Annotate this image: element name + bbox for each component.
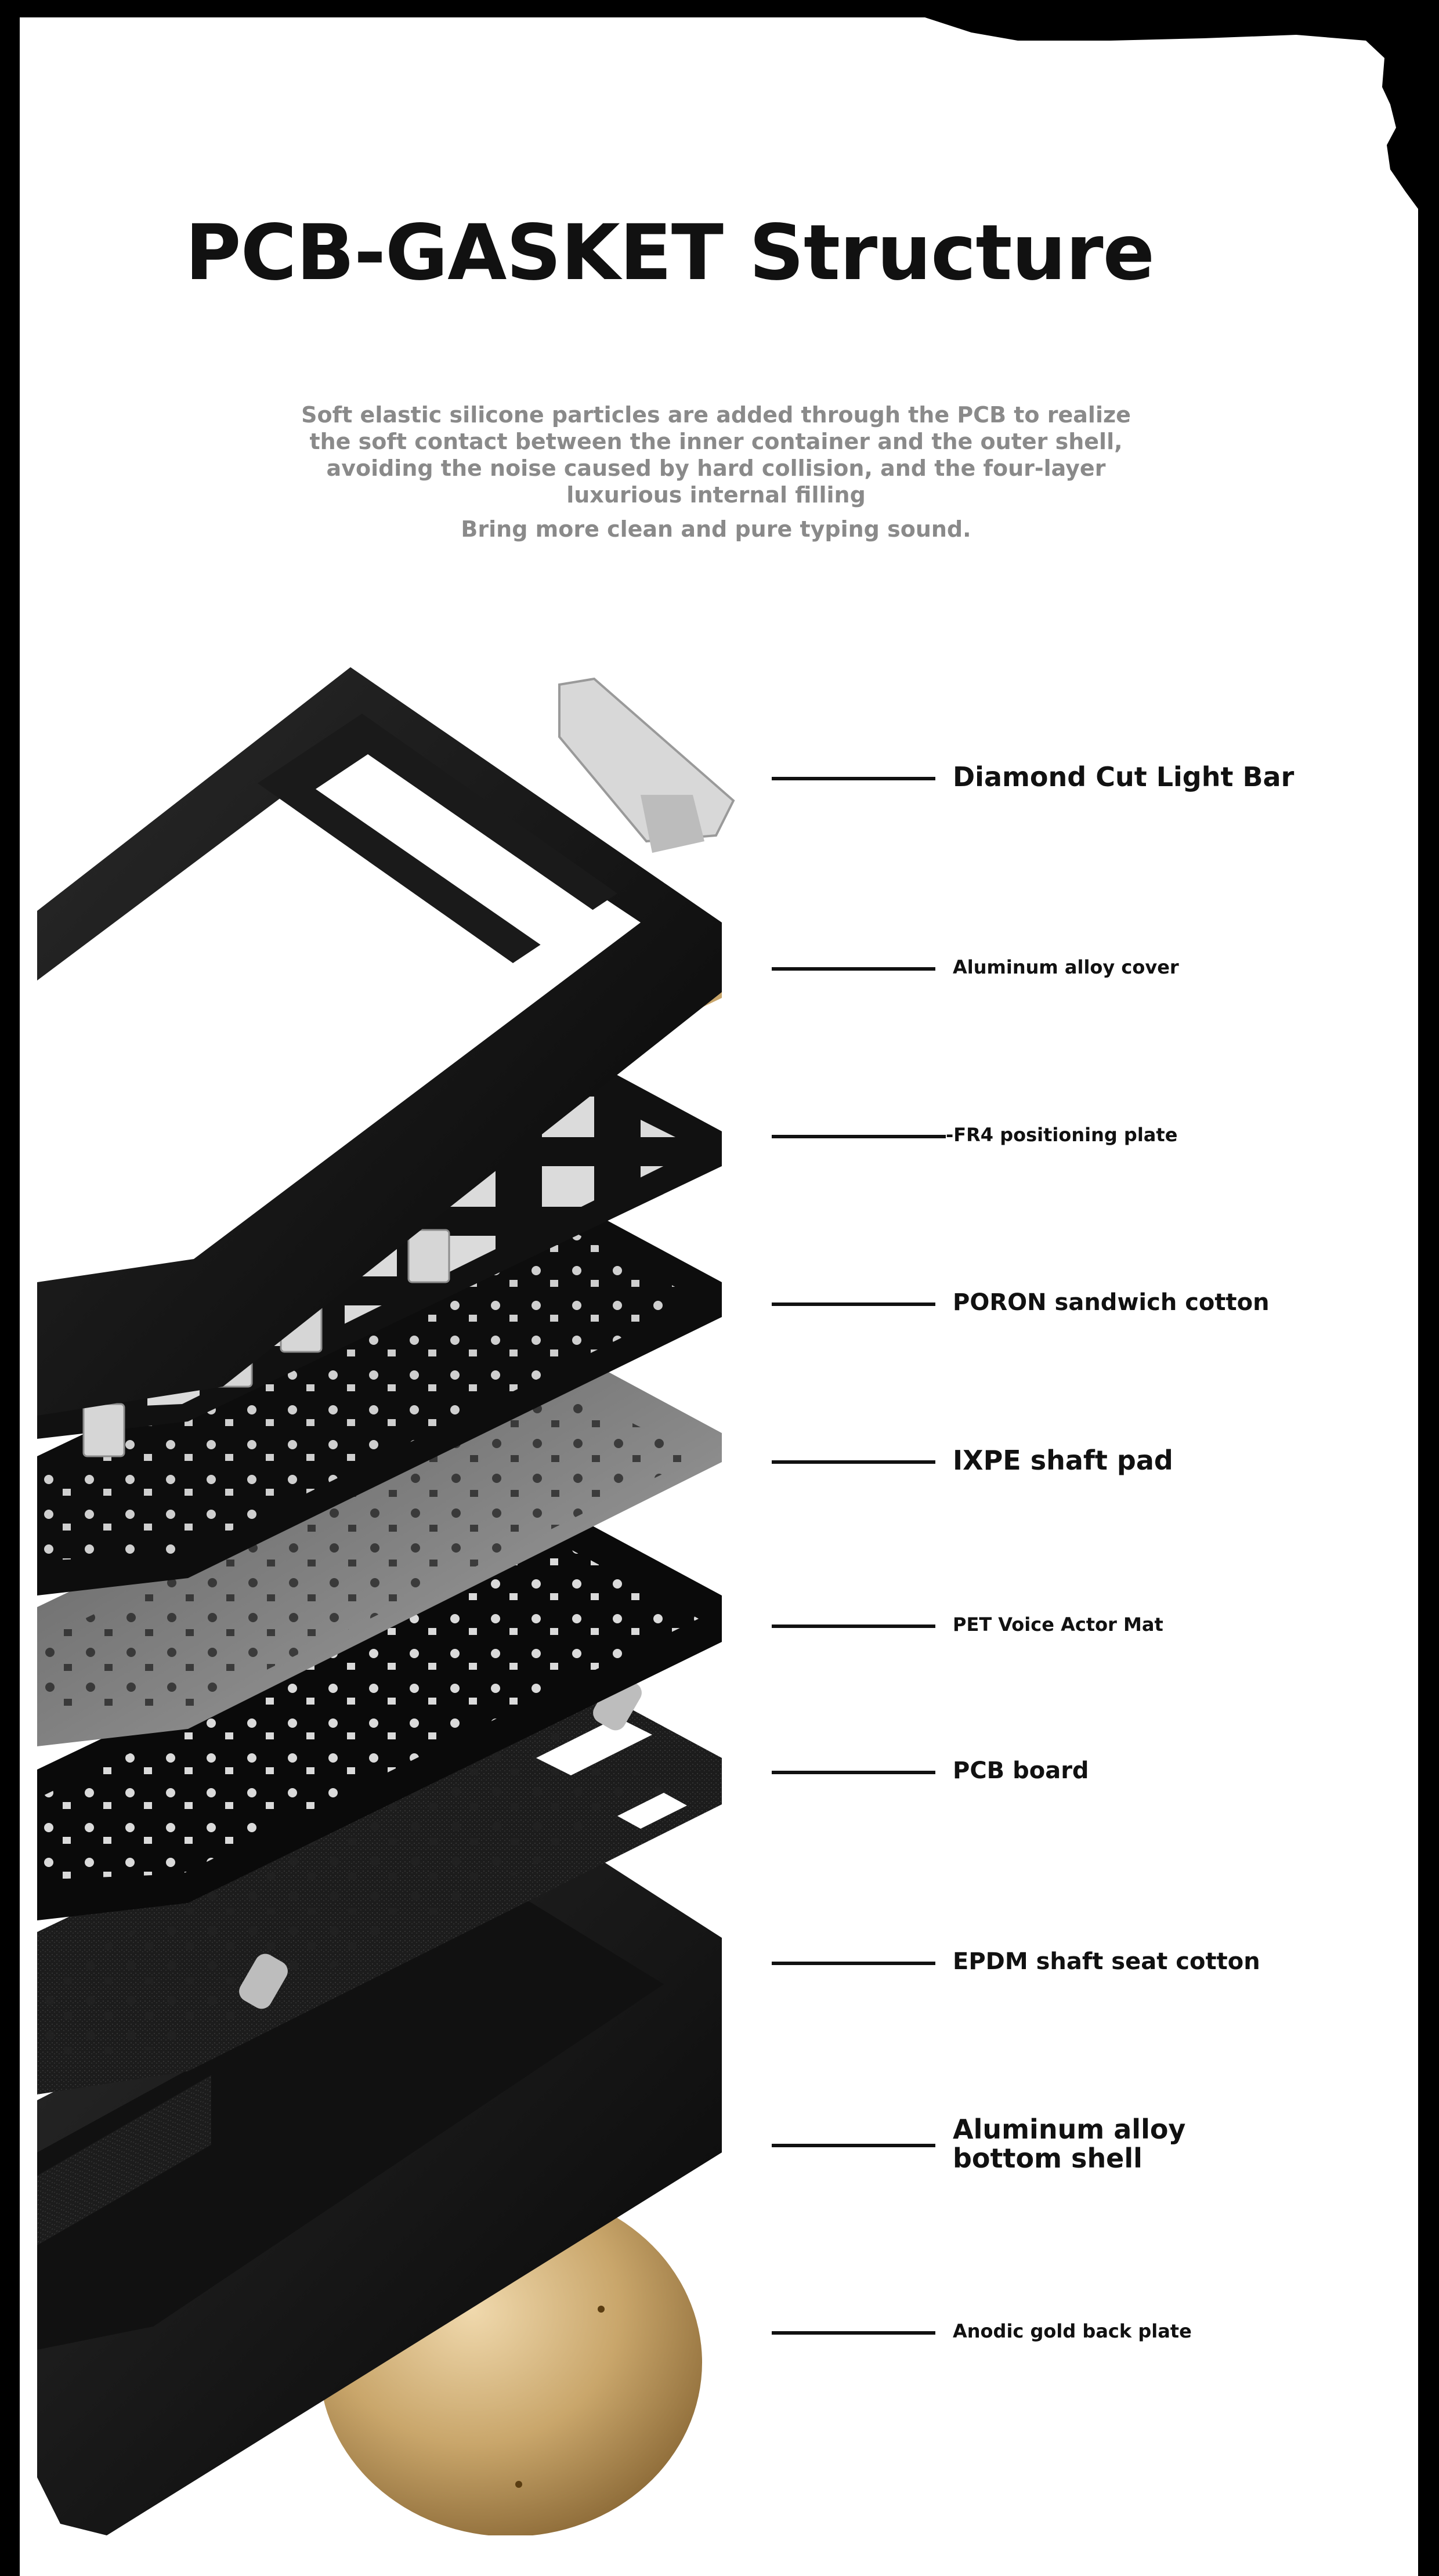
layer-label-fr4-plate: -FR4 positioning plate: [946, 1124, 1178, 1146]
torn-corner: [925, 17, 1418, 209]
leader-line: [772, 1135, 946, 1138]
leader-line: [772, 1303, 935, 1306]
leader-line: [772, 967, 935, 971]
layer-label-gold-back-plate: Anodic gold back plate: [953, 2320, 1192, 2342]
layer-label-aluminum-cover: Aluminum alloy cover: [953, 956, 1179, 978]
leader-line: [772, 777, 935, 780]
exploded-keyboard-illustration: [37, 667, 735, 2535]
leader-line: [772, 1625, 935, 1628]
white-sheet: PCB-GASKET Structure Soft elastic silico…: [20, 17, 1418, 2576]
layer-label-poron-cotton: PORON sandwich cotton: [953, 1289, 1270, 1316]
page-title: PCB-GASKET Structure: [185, 208, 1155, 298]
layer-label-light-bar: Diamond Cut Light Bar: [953, 761, 1295, 793]
layer-label-pet-mat: PET Voice Actor Mat: [953, 1613, 1163, 1636]
layer-label-epdm-cotton: EPDM shaft seat cotton: [953, 1948, 1260, 1975]
light-bar-part: [558, 677, 735, 853]
leader-line: [772, 1962, 935, 1965]
tagline-text: Bring more clean and pure typing sound.: [461, 516, 971, 542]
layer-label-pcb-board: PCB board: [953, 1757, 1089, 1784]
leader-line: [772, 2144, 935, 2147]
layer-label-ixpe-pad: IXPE shaft pad: [953, 1445, 1173, 1476]
leader-line: [772, 1771, 935, 1774]
leader-line: [772, 2331, 935, 2335]
leader-line: [772, 1460, 935, 1464]
layer-label-bottom-shell: Aluminum alloy bottom shell: [953, 2114, 1186, 2174]
description-text: Soft elastic silicone particles are adde…: [301, 402, 1131, 508]
